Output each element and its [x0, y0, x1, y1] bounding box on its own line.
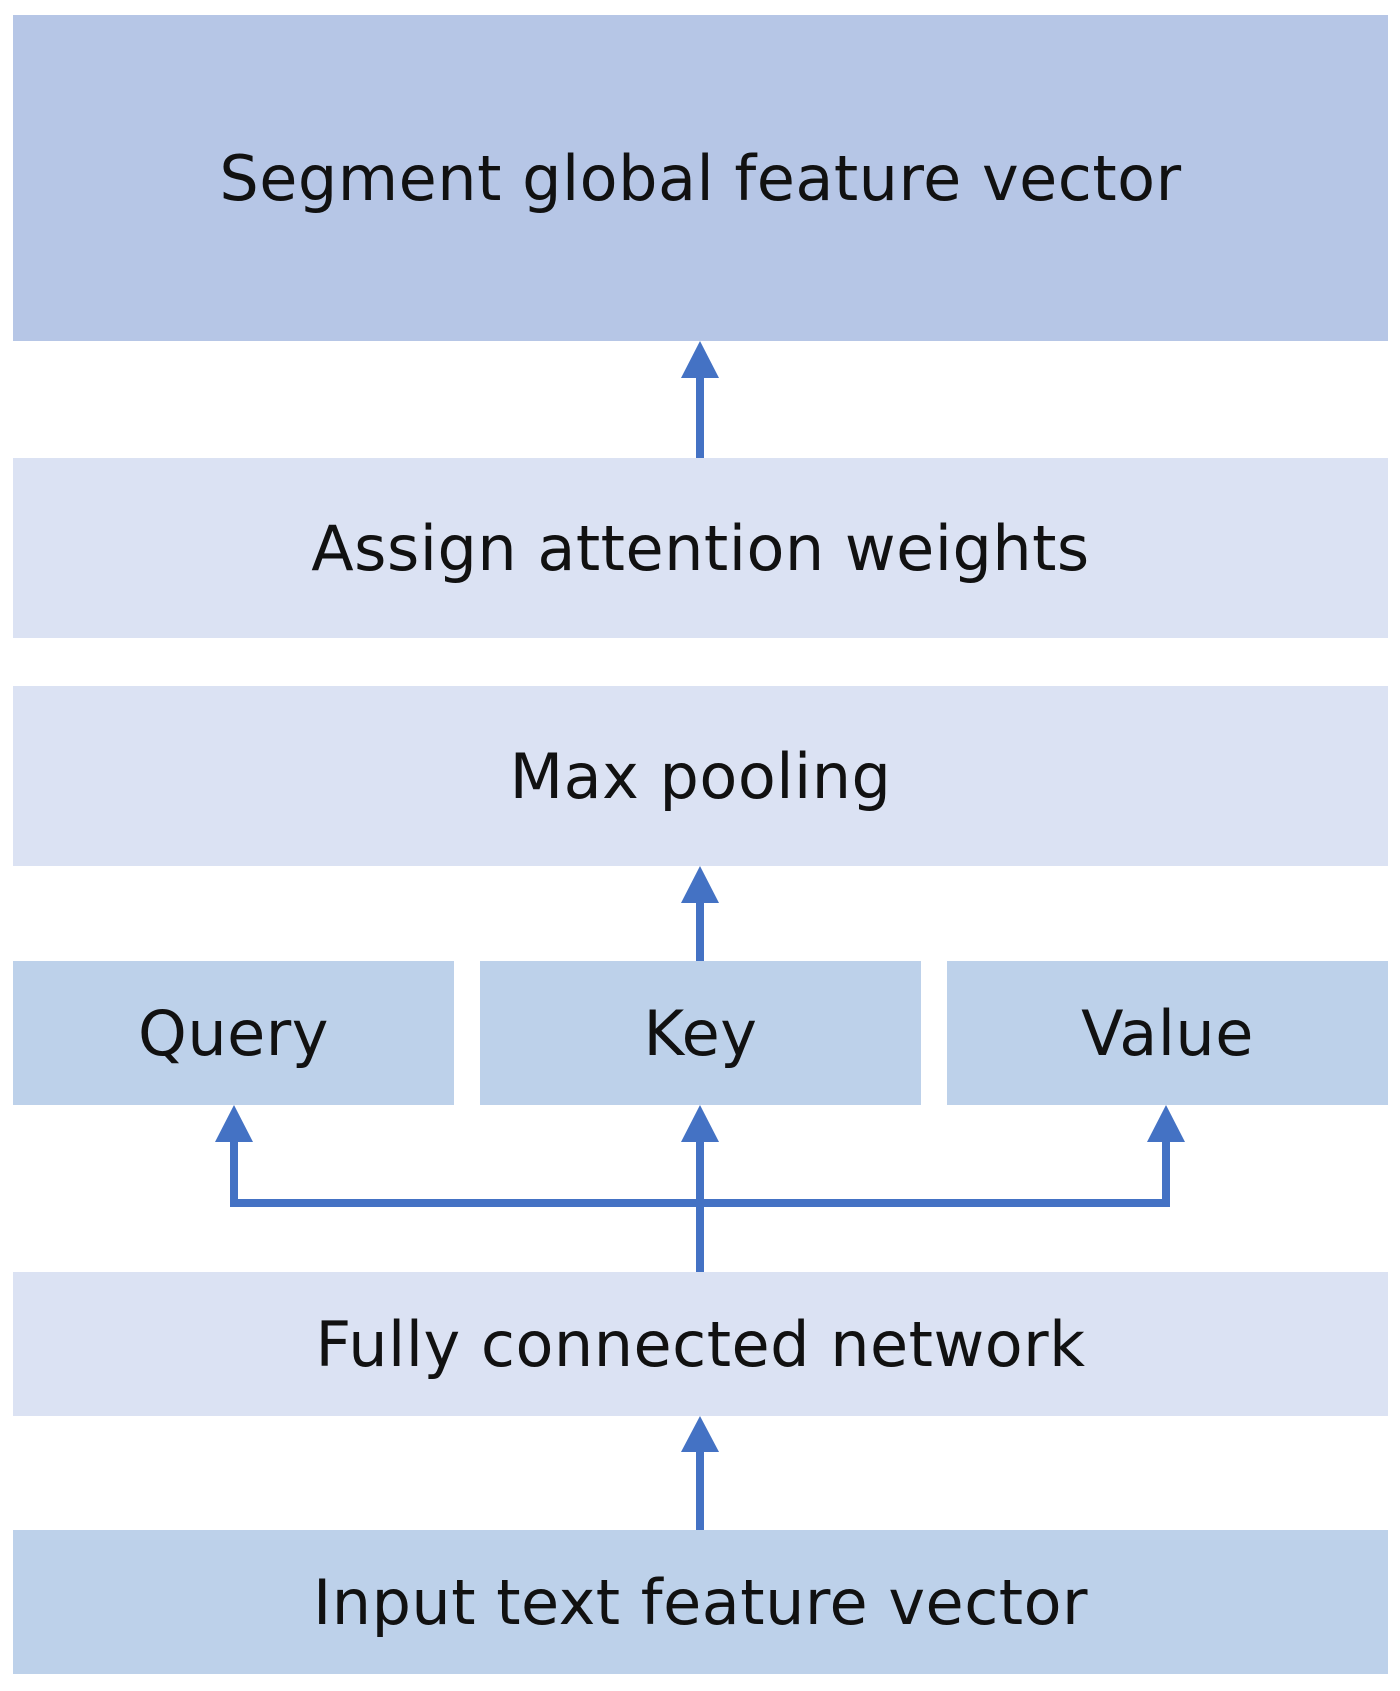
assign-attention-weights-box: Assign attention weights	[13, 458, 1388, 638]
arrow-fc-to-key-head	[681, 1105, 719, 1142]
key-label: Key	[643, 996, 758, 1070]
arrow-fc-to-query-head	[215, 1105, 253, 1142]
assign-attention-weights-label: Assign attention weights	[311, 511, 1090, 585]
arrow-key-to-maxpool-head	[681, 866, 719, 903]
segment-global-feature-vector-box: Segment global feature vector	[13, 15, 1388, 341]
arrow-fc-to-value-head	[1147, 1105, 1185, 1142]
value-label: Value	[1081, 996, 1254, 1070]
fully-connected-network-box: Fully connected network	[13, 1272, 1388, 1416]
arrow-assign-to-segment-head	[681, 341, 719, 378]
arrow-branch-horizontal	[230, 1140, 1170, 1207]
query-label: Query	[138, 996, 329, 1070]
value-box: Value	[947, 961, 1388, 1105]
segment-global-feature-vector-label: Segment global feature vector	[219, 141, 1182, 215]
query-box: Query	[13, 961, 454, 1105]
max-pooling-box: Max pooling	[13, 686, 1388, 866]
key-box: Key	[480, 961, 921, 1105]
fully-connected-network-label: Fully connected network	[315, 1307, 1086, 1381]
input-text-feature-vector-box: Input text feature vector	[13, 1530, 1388, 1674]
max-pooling-label: Max pooling	[509, 739, 892, 813]
input-text-feature-vector-label: Input text feature vector	[312, 1565, 1089, 1639]
arrow-input-to-fc-head	[681, 1416, 719, 1452]
